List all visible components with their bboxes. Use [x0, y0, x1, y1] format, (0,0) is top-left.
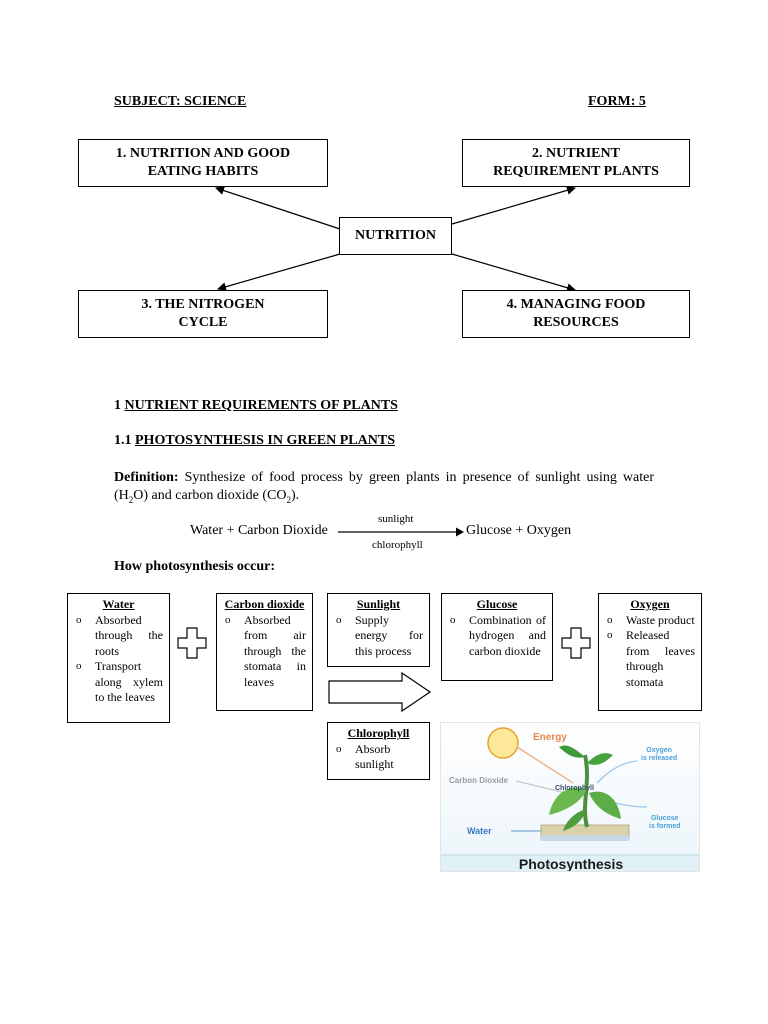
- subject-label: SUBJECT: SCIENCE: [114, 94, 247, 109]
- concept-box-center: NUTRITION: [339, 217, 452, 255]
- section-1-1-heading: 1.1 PHOTOSYNTHESIS IN GREEN PLANTS: [114, 433, 395, 448]
- card-sunlight-item: Supply energy for this process: [334, 613, 423, 660]
- sun-icon: [487, 727, 519, 759]
- definition-paragraph: Definition: Synthesize of food process b…: [114, 470, 655, 505]
- illus-co2-label: Carbon Dioxide: [449, 776, 509, 785]
- equation-reactants: Water + Carbon Dioxide: [190, 523, 328, 538]
- card-co2-title: Carbon dioxide: [224, 597, 305, 611]
- plant-drawing: [441, 723, 699, 871]
- card-chlorophyll-item: Absorb sunlight: [334, 742, 423, 773]
- card-glucose-item: Combination of hydrogen and carbon dioxi…: [448, 613, 546, 660]
- equation-above-label: sunlight: [378, 513, 414, 525]
- equation-products: Glucose + Oxygen: [466, 523, 572, 538]
- card-water-item: Absorbed through the roots: [74, 613, 163, 660]
- illus-banner: Photosynthesis: [518, 856, 624, 872]
- card-glucose: Glucose Combination of hydrogen and carb…: [441, 593, 553, 681]
- concept-map-connectors: [215, 185, 576, 293]
- card-water-item: Transport along xylem to the leaves: [74, 659, 163, 706]
- section-1-heading: 1 NUTRIENT REQUIREMENTS OF PLANTS: [114, 398, 398, 413]
- how-heading: How photosynthesis occur:: [114, 559, 276, 574]
- card-oxygen-item: Waste product: [605, 613, 695, 629]
- plus-icon: [177, 627, 207, 659]
- photosynthesis-illustration: Energy Carbon Dioxide Chlorophyll Water …: [440, 722, 700, 872]
- plus-icon: [561, 627, 591, 659]
- process-arrow: [328, 672, 432, 712]
- form-label: FORM: 5: [588, 94, 646, 109]
- illus-energy-label: Energy: [533, 732, 567, 743]
- card-water: Water Absorbed through the roots Transpo…: [67, 593, 170, 723]
- card-chlorophyll: Chlorophyll Absorb sunlight: [327, 722, 430, 780]
- card-oxygen-title: Oxygen: [630, 597, 670, 611]
- card-carbon-dioxide: Carbon dioxide Absorbed from air through…: [216, 593, 313, 711]
- illus-water-label: Water: [467, 826, 492, 836]
- card-co2-item: Absorbed from air through the stomata in…: [223, 613, 306, 691]
- card-chlorophyll-title: Chlorophyll: [347, 726, 410, 740]
- card-oxygen-item: Released from leaves through stomata: [605, 628, 695, 690]
- equation-arrow: [338, 527, 464, 537]
- card-sunlight: Sunlight Supply energy for this process: [327, 593, 430, 667]
- card-water-title: Water: [102, 597, 135, 611]
- card-oxygen: Oxygen Waste product Released from leave…: [598, 593, 702, 711]
- card-glucose-title: Glucose: [476, 597, 518, 611]
- illus-chlorophyll-label: Chlorophyll: [555, 785, 594, 792]
- equation-below-label: chlorophyll: [372, 539, 423, 551]
- card-sunlight-title: Sunlight: [356, 597, 401, 611]
